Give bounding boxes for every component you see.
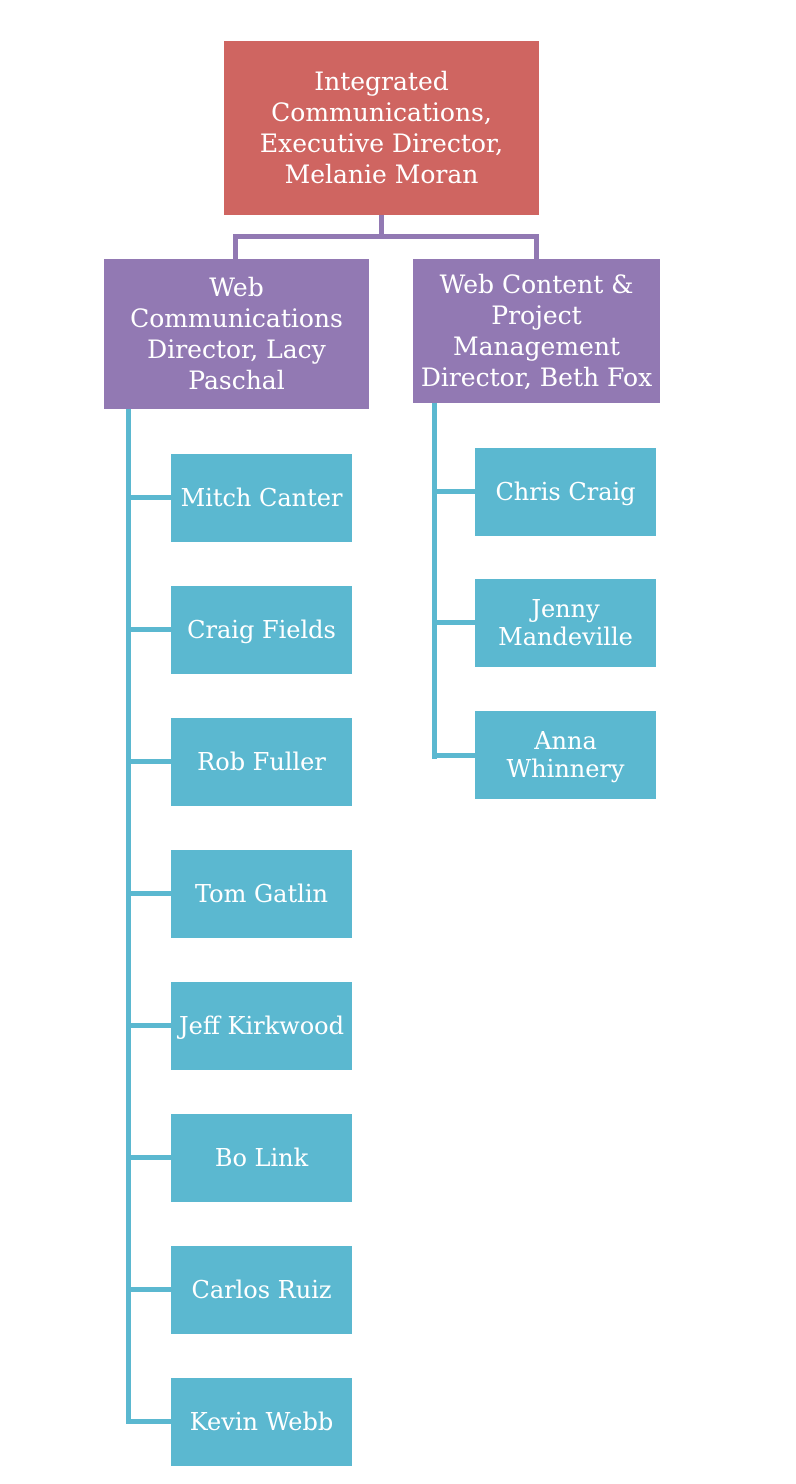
web-communications-director-node: Web Communications Director, Lacy Pascha… (104, 259, 369, 409)
left-branch-line (126, 627, 172, 632)
left-manager-connector-drop (233, 234, 238, 259)
staff-node: Chris Craig (475, 448, 656, 536)
staff-name: Craig Fields (187, 616, 336, 644)
staff-name: Mitch Canter (180, 484, 343, 512)
staff-node: Bo Link (171, 1114, 352, 1202)
web-content-director-label: Web Content & Project Management Directo… (420, 270, 653, 392)
right-branch-line (432, 620, 476, 625)
right-manager-connector-drop (534, 234, 539, 259)
right-branch-line (432, 489, 476, 494)
staff-name: Bo Link (214, 1144, 309, 1172)
staff-node: Mitch Canter (171, 454, 352, 542)
root-connector-stem (379, 215, 384, 237)
left-branch-line (126, 1287, 172, 1292)
executive-director-node: Integrated Communications, Executive Dir… (224, 41, 539, 215)
left-branch-line (126, 1419, 172, 1424)
staff-node: Carlos Ruiz (171, 1246, 352, 1334)
web-communications-director-label: Web Communications Director, Lacy Pascha… (130, 273, 343, 395)
staff-node: Jeff Kirkwood (171, 982, 352, 1070)
executive-director-label: Integrated Communications, Executive Dir… (259, 67, 504, 189)
staff-node: Kevin Webb (171, 1378, 352, 1466)
left-team-spine (126, 409, 131, 1424)
staff-name: Tom Gatlin (195, 880, 328, 908)
staff-node: Rob Fuller (171, 718, 352, 806)
staff-name: Chris Craig (495, 478, 636, 506)
staff-name: Jeff Kirkwood (179, 1012, 344, 1040)
left-branch-line (126, 495, 172, 500)
staff-node: Jenny Mandeville (475, 579, 656, 667)
right-branch-line (432, 753, 476, 758)
left-branch-line (126, 891, 172, 896)
staff-node: Craig Fields (171, 586, 352, 674)
web-content-director-node: Web Content & Project Management Directo… (413, 259, 660, 403)
manager-connector-bar (233, 234, 539, 239)
staff-name: Kevin Webb (189, 1408, 334, 1436)
left-branch-line (126, 1155, 172, 1160)
staff-name: Carlos Ruiz (191, 1276, 332, 1304)
staff-name: Rob Fuller (197, 748, 326, 776)
left-branch-line (126, 759, 172, 764)
staff-node: Anna Whinnery (475, 711, 656, 799)
staff-node: Tom Gatlin (171, 850, 352, 938)
staff-name: Anna Whinnery (506, 727, 625, 783)
staff-name: Jenny Mandeville (498, 595, 633, 651)
left-branch-line (126, 1023, 172, 1028)
right-team-spine (432, 403, 437, 759)
